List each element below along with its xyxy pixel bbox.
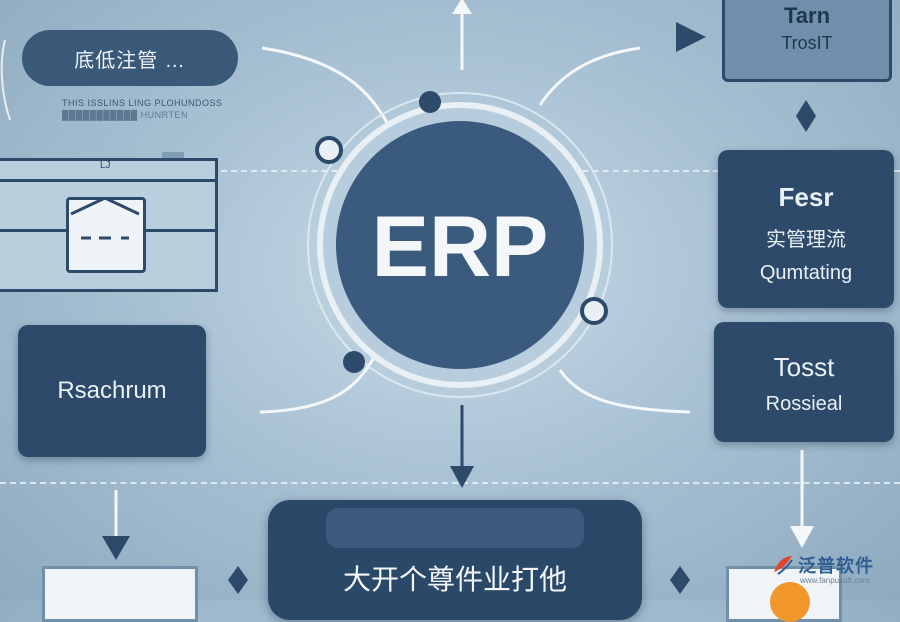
- right-box1-line2: 实管理流: [766, 229, 846, 251]
- right-box1-line1: Fesr: [778, 182, 834, 212]
- watermark-logo: 泛普软件: [772, 552, 874, 578]
- connector-curve: [538, 46, 641, 106]
- node-dot: [343, 351, 365, 373]
- left-dark-box: Rsachrum: [18, 325, 206, 457]
- right-arrow-icon: [676, 22, 706, 52]
- top-right-line1: Tarn: [783, 3, 831, 28]
- down-arrow-icon: [102, 536, 130, 560]
- node-dot: [419, 91, 441, 113]
- diamond-icon: [228, 566, 248, 594]
- caption-line-1: THIS ISSLINS LING PLOHUNDOSS: [62, 98, 223, 108]
- panel-tab-label: LJ: [100, 160, 111, 171]
- orange-dot: [770, 582, 810, 622]
- left-box-label: Rsachrum: [57, 377, 167, 404]
- center-circle: [336, 121, 584, 369]
- diamond-icon: [796, 100, 816, 132]
- dashed-line-bottom: [0, 482, 900, 484]
- connector-curve: [259, 344, 382, 414]
- connector-curve: [261, 46, 392, 129]
- right-box2-line2: Rossieal: [765, 393, 843, 415]
- node-ring: [580, 297, 608, 325]
- erp-label: ERP: [372, 199, 549, 295]
- top-arrow-icon: [452, 0, 472, 14]
- caption-line-2: ███████████ HUNRTEN: [62, 110, 188, 120]
- connector-curve: [0, 39, 11, 121]
- connector-curve: [558, 369, 691, 414]
- node-ring: [315, 136, 343, 164]
- right-dark-box-1: Fesr 实管理流 Qumtating: [718, 150, 894, 308]
- right-dark-box-2: Tosst Rossieal: [714, 322, 894, 442]
- document-icon: [66, 196, 146, 273]
- watermark-url: www.fanpusoft.com: [800, 576, 870, 585]
- bottom-center-box: 大开个尊件业打他: [268, 500, 642, 620]
- pill-label: 底低注管 …: [74, 49, 186, 72]
- connector-layer: ERP: [0, 0, 816, 594]
- top-left-pill: 底低注管 …: [22, 30, 238, 86]
- down-arrow-icon: [450, 466, 474, 488]
- bottom-left-card: [42, 566, 198, 622]
- outer-ring: [307, 92, 613, 398]
- top-right-line2: TrosIT: [781, 33, 833, 53]
- top-right-box: Tarn TrosIT: [722, 0, 892, 82]
- bottom-box-label: 大开个尊件业打他: [342, 564, 567, 595]
- logo-icon: [774, 556, 793, 575]
- right-box1-line3: Qumtating: [759, 262, 853, 284]
- envelope-icon: [70, 196, 140, 240]
- diamond-icon: [670, 566, 690, 594]
- watermark-text: 泛普软件: [798, 556, 874, 576]
- down-arrow-icon: [790, 526, 814, 548]
- document-panel: LJ: [0, 158, 218, 292]
- right-box2-line1: Tosst: [773, 352, 835, 382]
